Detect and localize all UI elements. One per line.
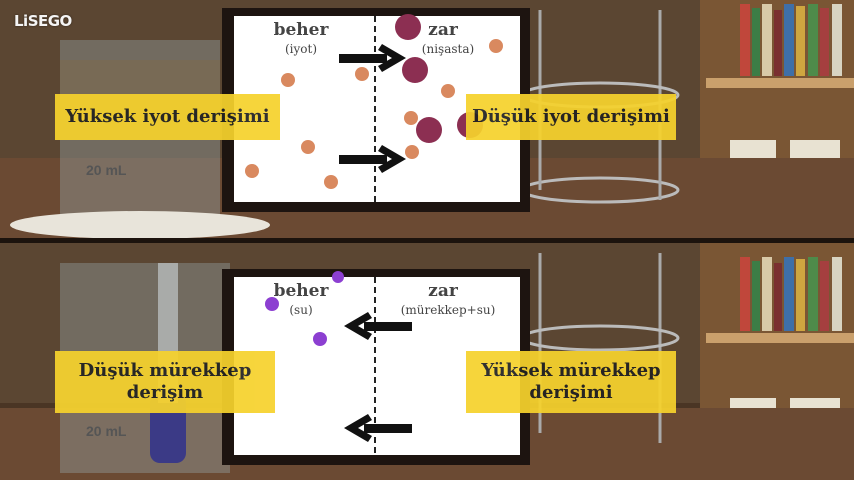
bottom-scene: 20 mL beher (su) zar (mürekkep+su) Düşük… (0, 243, 854, 480)
membrane-subheading: (nişasta) (421, 42, 475, 56)
beaker-subheading: (su) (289, 303, 313, 317)
beaker-subheading: (iyot) (284, 42, 318, 56)
beaker-heading: beher (273, 281, 329, 301)
ink-particles (265, 271, 344, 346)
top-scene: 20 mL LiSEGO (0, 0, 854, 240)
membrane-heading: zar (428, 20, 458, 40)
beaker-heading: beher (273, 20, 329, 40)
high-ink-callout-line2: derişimi (529, 382, 613, 403)
iodine-particles (245, 39, 503, 189)
arrow-left-icon (344, 414, 412, 442)
brand-logo: LiSEGO (14, 12, 72, 30)
beaker-volume-mark: 20 mL (86, 162, 127, 178)
beaker-volume-mark: 20 mL (86, 423, 127, 439)
scene-divider (0, 238, 854, 244)
diffusion-illustration-top (245, 14, 503, 202)
high-ink-callout: Yüksek mürekkep derişimi (466, 351, 676, 413)
arrow-right-icon (339, 44, 406, 72)
membrane-diagram-bottom: beher (su) zar (mürekkep+su) (222, 269, 530, 465)
diffusion-illustration-bottom (265, 271, 412, 455)
high-iodine-callout: Yüksek iyot derişimi (55, 94, 280, 140)
low-ink-callout-line2: derişim (126, 382, 204, 403)
low-ink-callout-line1: Düşük mürekkep (78, 360, 252, 381)
low-iodine-callout: Düşük iyot derişimi (466, 94, 676, 140)
membrane-subheading: (mürekkep+su) (400, 303, 496, 317)
arrow-left-icon (344, 312, 412, 340)
low-ink-callout: Düşük mürekkep derişim (55, 351, 275, 413)
high-ink-callout-line1: Yüksek mürekkep (481, 360, 661, 381)
arrow-right-icon (339, 145, 406, 173)
membrane-heading: zar (428, 281, 458, 301)
